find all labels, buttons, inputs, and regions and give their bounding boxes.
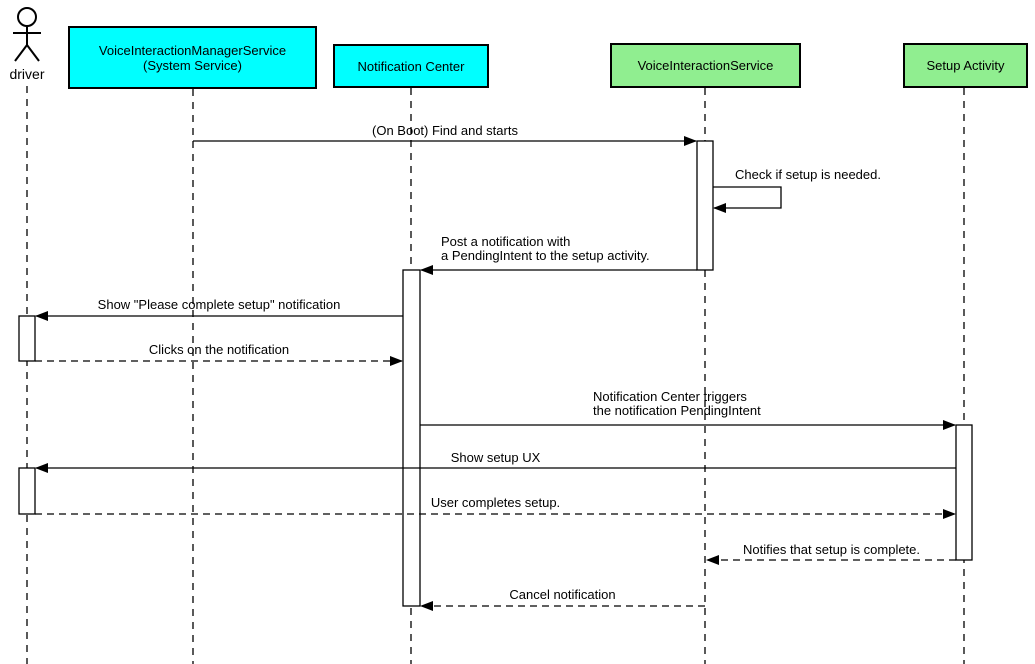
activation-bar-setup-activity <box>955 424 973 561</box>
participant-setup-activity-label: Setup Activity <box>926 58 1005 73</box>
participant-setup-activity: Setup Activity <box>903 43 1028 88</box>
message-label-post-notification: Post a notification with a PendingIntent… <box>441 234 650 263</box>
message-label-notifies-setup-complete: Notifies that setup is complete. <box>742 542 921 557</box>
activation-bar-driver-2 <box>18 467 36 515</box>
activation-bar-voice-interaction-service <box>696 140 714 271</box>
activation-bar-driver-1 <box>18 315 36 362</box>
participant-voice-interaction-manager-service-label: VoiceInteractionManagerService (System S… <box>98 42 287 73</box>
participant-notification-center-label: Notification Center <box>357 58 465 74</box>
participant-voice-interaction-manager-service: VoiceInteractionManagerService (System S… <box>68 26 317 89</box>
actor-driver-icon <box>13 7 41 62</box>
message-label-cancel-notification: Cancel notification <box>509 587 616 602</box>
message-label-find-and-starts: (On Boot) Find and starts <box>372 123 518 138</box>
message-label-triggers-pendingintent: Notification Center triggers the notific… <box>593 389 761 418</box>
participant-voice-interaction-service-label: VoiceInteractionService <box>637 58 774 73</box>
participant-voice-interaction-service: VoiceInteractionService <box>610 43 801 88</box>
actor-driver-label: driver <box>9 66 45 82</box>
message-label-clicks-notification: Clicks on the notification <box>148 342 290 357</box>
message-label-show-setup-notification: Show "Please complete setup" notificatio… <box>97 297 341 312</box>
message-label-user-completes-setup: User completes setup. <box>430 495 561 510</box>
message-label-check-setup: Check if setup is needed. <box>735 167 881 182</box>
participant-notification-center: Notification Center <box>333 44 489 88</box>
message-label-show-setup-ux: Show setup UX <box>450 450 541 465</box>
activation-bar-notification-center <box>402 269 421 607</box>
arrow-check-if-setup-needed <box>713 186 782 213</box>
